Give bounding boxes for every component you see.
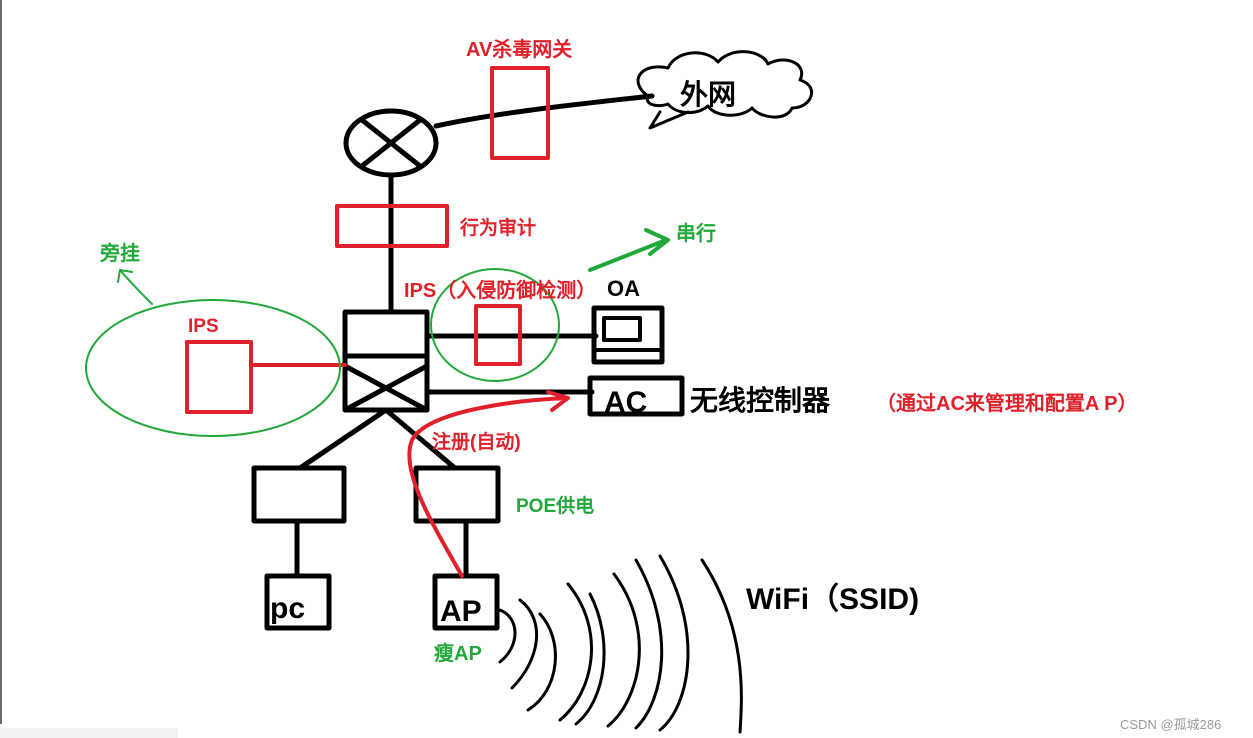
ips-bypass-box	[185, 340, 253, 414]
cloud-icon	[636, 50, 813, 130]
thin-ap-label: 瘦AP	[434, 641, 482, 665]
access-switch-left	[251, 465, 347, 524]
av-gateway-label: AV杀毒网关	[466, 37, 572, 61]
register-arrow	[407, 390, 570, 578]
ips-inline-box	[474, 304, 522, 366]
oa-label: OA	[607, 276, 640, 301]
ips-inline-label: IPS（入侵防御检测）	[404, 278, 596, 302]
ips-bypass-label: IPS	[188, 316, 219, 337]
bottom-margin	[0, 724, 1253, 738]
external-network-label: 外网	[680, 79, 736, 110]
wifi-signal-icon	[498, 554, 743, 734]
access-switch-right	[413, 465, 501, 524]
watermark: CSDN @孤城286	[1120, 717, 1221, 732]
inline-ellipse	[430, 268, 560, 382]
pc-box	[264, 573, 332, 631]
window-left-border	[0, 0, 2, 738]
link-switch-access-right	[383, 407, 458, 471]
bypass-label: 旁挂	[99, 241, 140, 265]
ap-label: AP	[440, 595, 482, 628]
ap-box	[432, 573, 500, 631]
pc-label: pc	[270, 592, 305, 625]
ac-note-label: （通过AC来管理和配置A P）	[876, 391, 1137, 415]
link-router-cloud	[433, 93, 655, 129]
router-icon	[343, 108, 439, 178]
behavior-audit-label: 行为审计	[459, 216, 536, 239]
oa-server	[591, 305, 665, 365]
av-gateway-box	[490, 66, 550, 160]
bypass-arrow	[117, 269, 153, 305]
wireless-controller-label: 无线控制器	[690, 385, 831, 416]
register-label: 注册(自动)	[432, 430, 521, 453]
wifi-ssid-label: WiFi（SSID)	[746, 582, 919, 616]
poe-label: POE供电	[516, 494, 594, 517]
bottom-gray-strip	[0, 728, 178, 738]
switch-icon	[342, 309, 430, 413]
serial-arrow	[588, 228, 670, 272]
link-switch-access-left	[297, 407, 389, 471]
ac-box	[587, 375, 685, 417]
behavior-audit-box	[335, 204, 449, 248]
ac-label: AC	[604, 386, 647, 419]
serial-label: 串行	[676, 221, 716, 245]
bypass-ellipse	[85, 299, 341, 437]
